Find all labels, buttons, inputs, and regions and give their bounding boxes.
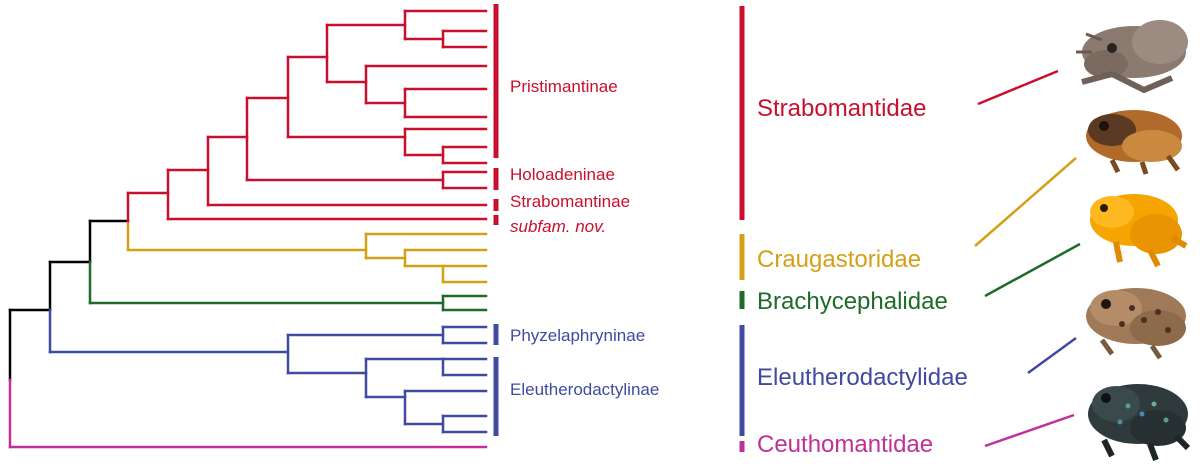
connector-brachycephalidae <box>984 242 1081 298</box>
tree-backbone <box>8 219 130 382</box>
label-eleutherodactylidae: Eleutherodactylidae <box>757 364 968 391</box>
dark-frog-icon <box>1088 384 1191 462</box>
connector-craugastoridae <box>974 157 1077 247</box>
label-brachycephalidae: Brachycephalidae <box>757 288 948 315</box>
label-pristimantinae: Pristimantinae <box>510 77 618 96</box>
label-strabomantidae: Strabomantidae <box>757 95 926 122</box>
subfamily-labels: Pristimantinae Holoadeninae Strabomantin… <box>510 77 659 399</box>
label-strabomantinae: Strabomantinae <box>510 192 630 211</box>
label-ceuthomantidae: Ceuthomantidae <box>757 431 933 458</box>
label-eleutherodactylinae: Eleutherodactylinae <box>510 380 659 399</box>
label-phyzelaphryninae: Phyzelaphryninae <box>510 326 645 345</box>
connector-strabomantidae <box>977 69 1059 106</box>
clade-brachycephalidae <box>88 260 488 312</box>
connector-eleutherodactylidae <box>1027 336 1077 375</box>
label-subfam-nov: subfam. nov. <box>510 217 606 236</box>
clade-craugastoridae <box>126 219 488 284</box>
label-craugastoridae: Craugastoridae <box>757 246 921 273</box>
clade-ceuthomantidae <box>8 378 488 449</box>
clade-eleutherodactylidae <box>48 308 488 434</box>
connector-ceuthomantidae <box>984 413 1075 448</box>
connector-lines <box>974 69 1081 448</box>
brown-frog-icon <box>1076 20 1188 94</box>
label-holoadeninae: Holoadeninae <box>510 165 615 184</box>
orange-brown-frog-icon <box>1086 110 1182 175</box>
spotted-frog-icon <box>1086 288 1186 360</box>
clade-strabomantidae <box>126 9 488 223</box>
orange-frog-icon <box>1090 194 1188 268</box>
phylogenetic-tree <box>8 9 488 449</box>
family-labels: Strabomantidae Craugastoridae Brachyceph… <box>757 95 968 458</box>
